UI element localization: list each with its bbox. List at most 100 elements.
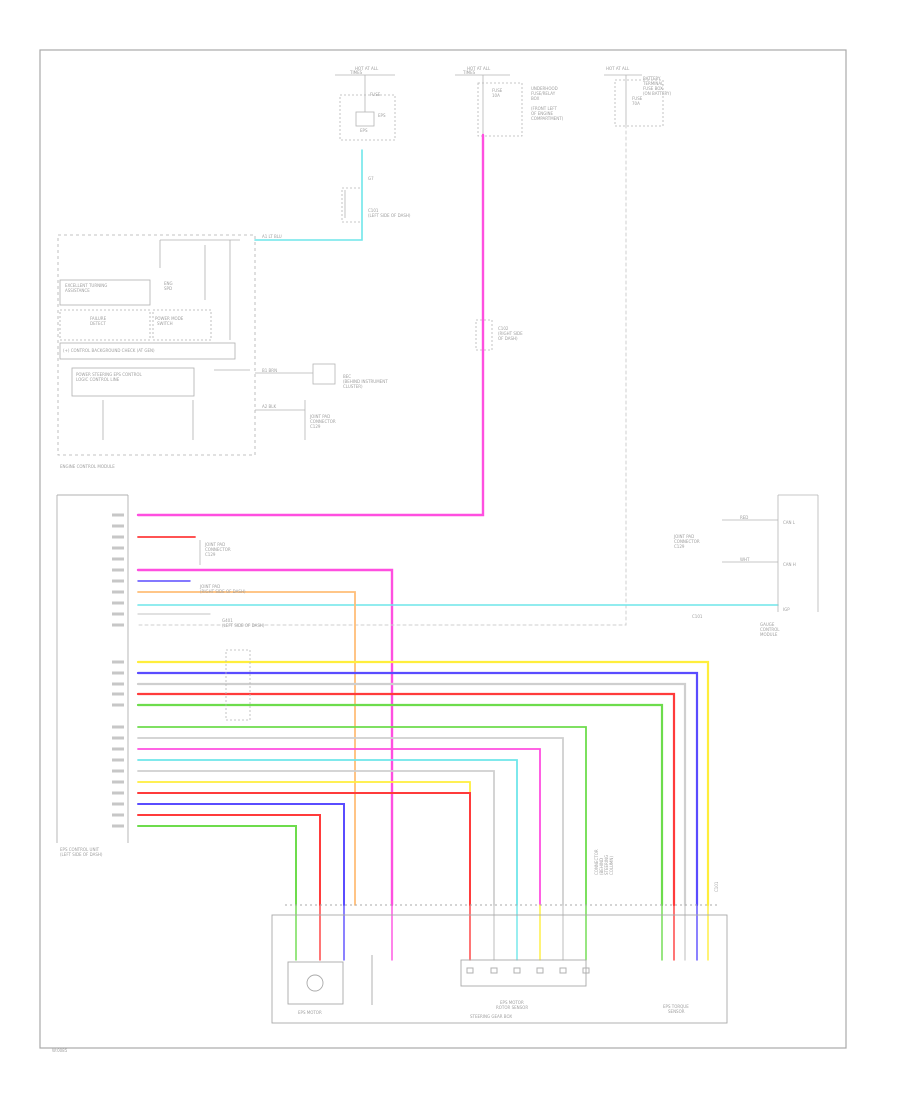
svg-text:C129: C129 [310,424,321,429]
svg-text:COLUMN): COLUMN) [609,856,614,875]
eps-pin-10 [112,623,124,627]
sensor-pin-2 [513,967,521,974]
svg-text:CLUSTER): CLUSTER) [343,384,363,389]
wire-cyan-top [254,149,363,241]
mid-splice-label-3: OF DASH) [498,336,518,341]
svg-text:FUSE BOX: FUSE BOX [643,86,663,91]
svg-text:CAN L: CAN L [783,520,796,525]
eps-pin-19 [112,758,124,762]
svg-text:EXCELLENT TURNING: EXCELLENT TURNING [65,283,107,288]
eps-pin-9 [112,612,124,616]
svg-text:C129: C129 [205,552,216,557]
svg-text:B1 BRN: B1 BRN [262,368,277,373]
svg-text:CONTROL: CONTROL [760,627,780,632]
eps-pin-17 [112,736,124,740]
svg-text:JOINT PAD: JOINT PAD [204,542,225,547]
svg-text:CONNECTOR: CONNECTOR [594,849,599,875]
svg-text:JOINT PAD: JOINT PAD [199,584,220,589]
svg-text:C129: C129 [674,544,685,549]
svg-text:LOGIC CONTROL LINE: LOGIC CONTROL LINE [76,377,120,382]
svg-text:JOINT PAD: JOINT PAD [673,534,694,539]
eps-pin-15 [112,703,124,707]
svg-text:TIMES: TIMES [462,70,476,75]
svg-text:ROTOR SENSOR: ROTOR SENSOR [496,1005,528,1010]
svg-text:HOT AT ALL: HOT AT ALL [467,66,491,71]
eps-pin-2 [112,535,124,539]
eps-pin-12 [112,671,124,675]
sensor-pin-3 [536,967,544,974]
svg-text:EPS TORQUE: EPS TORQUE [663,1004,689,1009]
svg-text:RED: RED [740,515,748,520]
svg-text:(BEHIND: (BEHIND [599,858,604,875]
eps-pin-23 [112,802,124,806]
right-connector-labels: CAN L CAN H IGP GAUGE CONTROL MODULE JOI… [673,515,796,637]
svg-text:(ON BATTERY): (ON BATTERY) [643,91,671,96]
wires [136,124,779,961]
wire-rotor-2 [137,748,541,906]
eps-pin-22 [112,791,124,795]
svg-text:C101: C101 [692,614,703,619]
svg-text:BOX: BOX [531,96,540,101]
sensor-pin-5 [582,967,590,974]
svg-text:STEERING: STEERING [604,855,609,875]
svg-text:CAN H: CAN H [783,562,796,567]
svg-text:STEERING GEAR BOX: STEERING GEAR BOX [470,1014,512,1019]
splice-label-a: G7 [368,176,374,181]
left-splice [341,187,363,223]
ecm-labels: EXCELLENT TURNING ASSISTANCE FAILURE DET… [60,281,184,469]
top-fuse-labels: HOT AT ALL TIMES HOT AT ALL TIMES HOT AT… [349,66,671,133]
svg-text:MODULE: MODULE [760,632,778,637]
mid-splice-label-2: (RIGHT SIDE [498,331,523,336]
svg-text:TIMES: TIMES [349,70,363,75]
sensor-pin-4 [559,967,567,974]
eps-unit-labels: EPS CONTROL UNIT (LEFT SIDE OF DASH) [60,847,103,857]
svg-text:(FRONT LEFT: (FRONT LEFT [531,106,557,111]
ecm-box [57,234,256,456]
svg-text:FUSE/RELAY: FUSE/RELAY [531,91,556,96]
svg-text:SWITCH: SWITCH [157,321,173,326]
eps-pin-6 [112,579,124,583]
sensor-pin-1 [490,967,498,974]
wire-motor-3 [137,825,297,906]
wire-torque-0 [136,660,710,907]
svg-text:70A: 70A [632,101,640,106]
eps-pin-4 [112,557,124,561]
svg-text:C101: C101 [714,881,719,892]
svg-text:TERMINAL: TERMINAL [642,81,664,86]
svg-text:WHT: WHT [740,557,750,562]
svg-text:CONNECTOR: CONNECTOR [205,547,231,552]
sensor-pins [466,967,590,974]
eps-pin-11 [112,660,124,664]
ecm-title: ENGINE CONTROL MODULE [60,464,115,469]
wire-torque-1 [136,671,699,907]
ecm-connector-labels: B1 BRN BEC (BEHIND INSTRUMENT CLUSTER) A… [262,234,388,429]
eps-pin-14 [112,692,124,696]
svg-text:(LEFT SIDE OF DASH): (LEFT SIDE OF DASH) [60,852,103,857]
svg-text:UNDERHOOD: UNDERHOOD [531,86,558,91]
eps-pin-25 [112,824,124,828]
eps-pin-labels [112,513,124,828]
svg-text:SENSOR: SENSOR [668,1009,685,1014]
splice-label-c: (LEFT SIDE OF DASH) [368,213,411,218]
wire-torque-3 [136,692,676,907]
svg-text:IGP: IGP [783,607,790,612]
eps-pin-1 [112,524,124,528]
ecm-right-connectors [255,363,336,440]
svg-text:EPS MOTOR: EPS MOTOR [298,1010,322,1015]
outer-frame [39,49,847,1049]
eps-pin-21 [112,780,124,784]
mid-splice-label: C102 [498,326,509,331]
right-connector [722,494,819,612]
svg-text:COMPARTMENT): COMPARTMENT) [531,116,564,121]
svg-text:A1 LT BLU: A1 LT BLU [262,234,282,239]
sensor-pin-0 [466,967,474,974]
eps-pin-24 [112,813,124,817]
svg-text:GAUGE: GAUGE [760,622,775,627]
eps-pin-20 [112,769,124,773]
svg-text:EPS MOTOR: EPS MOTOR [500,1000,524,1005]
svg-text:ENG: ENG [164,281,173,286]
svg-text:EPS CONTROL UNIT: EPS CONTROL UNIT [60,847,100,852]
svg-text:FUSE: FUSE [370,92,381,97]
eps-side-connectors [199,540,251,721]
